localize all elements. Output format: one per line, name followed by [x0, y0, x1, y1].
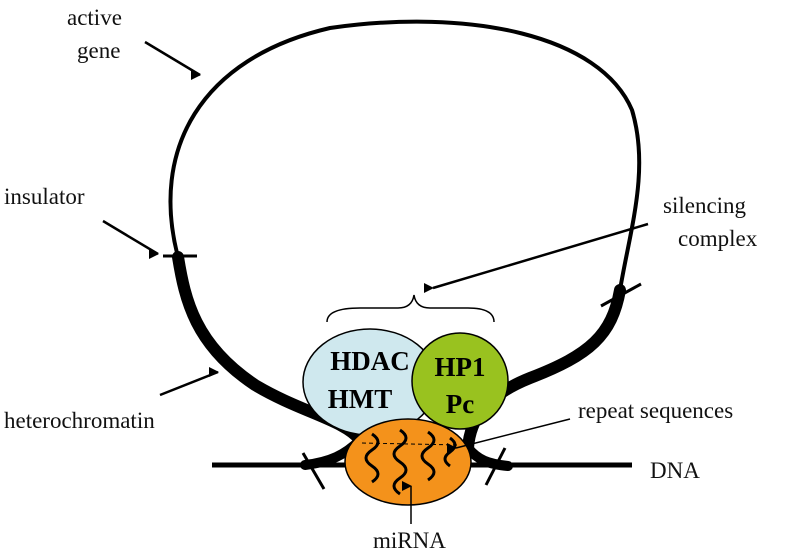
insulator-arrow [102, 219, 159, 259]
complex-brace [326, 294, 495, 323]
label-silencing-line1: silencing [663, 193, 747, 218]
repeat-sequences-arrow [447, 418, 571, 453]
label-hp1: HP1 [435, 352, 486, 382]
active-gene-arrow [144, 40, 201, 80]
active-gene-loop [168, 19, 642, 291]
label-pc: Pc [446, 389, 474, 419]
heterochromatin-right-tail [463, 443, 513, 471]
mirna-squiggle-1 [364, 432, 380, 484]
label-heterochromatin: heterochromatin [4, 408, 155, 433]
silencing-complex-arrow [424, 222, 649, 293]
label-active-gene-line1: active [67, 5, 122, 30]
label-hmt: HMT [328, 384, 393, 414]
label-hdac: HDAC [330, 346, 410, 376]
hp1-pc-circle [411, 332, 509, 430]
label-repeat-sequences: repeat sequences [578, 398, 733, 423]
label-active-gene-line2: gene [77, 38, 120, 63]
mirna-squiggle-2 [392, 428, 408, 496]
mirna-ellipse [344, 418, 472, 506]
label-dna: DNA [650, 458, 700, 483]
insulator-tick-upper-right [600, 282, 642, 308]
insulator-tick-lower-left [301, 452, 326, 490]
label-mirna: miRNA [373, 528, 446, 549]
label-insulator: insulator [4, 184, 85, 209]
label-silencing-line2: complex [678, 226, 758, 251]
insulator-tick-lower-right [484, 447, 507, 486]
heterochromatin-arrow [159, 367, 219, 397]
mirna-squiggle-3 [420, 430, 436, 482]
